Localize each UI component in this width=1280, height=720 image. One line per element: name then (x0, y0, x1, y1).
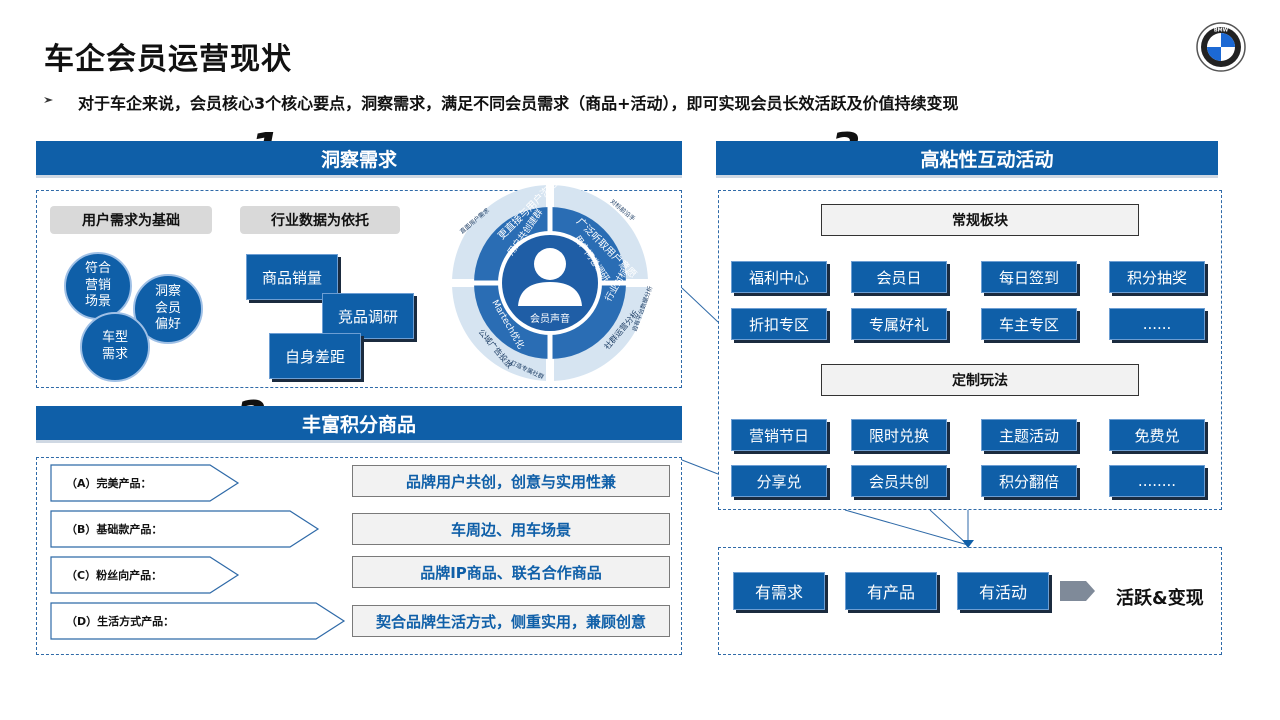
btn-custom-more[interactable]: ........ (1109, 465, 1205, 497)
bmw-logo-icon: BMW (1196, 22, 1246, 72)
btn-points-double[interactable]: 积分翻倍 (981, 465, 1077, 497)
btn-exclusive-gift[interactable]: 专属好礼 (851, 308, 947, 340)
row-a-label: （A）完美产品： (66, 477, 152, 490)
box-competitor-research: 竞品调研 (322, 293, 414, 339)
circle-marketing-scene: 符合 营销 场景 (64, 252, 132, 320)
btn-theme-activity[interactable]: 主题活动 (981, 419, 1077, 451)
page-subtitle: 对于车企来说，会员核心3个核心要点，洞察需求，满足不同会员需求（商品+活动），即… (78, 94, 959, 113)
custom-section-header: 定制玩法 (821, 364, 1139, 396)
btn-regular-more[interactable]: ...... (1109, 308, 1205, 340)
row-b-desc: 车周边、用车场景 (352, 513, 670, 545)
btn-owner-zone[interactable]: 车主专区 (981, 308, 1077, 340)
page-title: 车企会员运营现状 (44, 42, 292, 77)
row-c-arrow-shape (50, 556, 240, 594)
row-a-desc: 品牌用户共创，创意与实用性兼 (352, 465, 670, 497)
btn-limited-exchange[interactable]: 限时兑换 (851, 419, 947, 451)
btn-daily-checkin[interactable]: 每日签到 (981, 261, 1077, 293)
section3-title: 高粘性互动活动 (920, 148, 1054, 171)
row-d-arrow-shape (50, 602, 346, 640)
btn-member-cocreate[interactable]: 会员共创 (851, 465, 947, 497)
btn-discount-zone[interactable]: 折扣专区 (731, 308, 827, 340)
section2-panel (36, 457, 682, 655)
user-silhouette-icon (518, 248, 582, 306)
section1-title: 洞察需求 (320, 148, 397, 171)
member-voice-wheel: 会员声音 更直接与用户沟通 广泛听取用户意愿 用户共创建群 用户问卷调研 Mar… (448, 182, 654, 384)
regular-section-header: 常规板块 (821, 204, 1139, 236)
result-product: 有产品 (845, 572, 937, 610)
section3-panel (718, 190, 1222, 510)
section3-bar: 高粘性互动活动 (716, 141, 1218, 175)
bullet-arrow-icon (44, 97, 53, 103)
result-activity: 有活动 (957, 572, 1049, 610)
row-b-label: （B）基础款产品： (66, 523, 163, 536)
row-d-desc: 契合品牌生活方式，侧重实用，兼顾创意 (352, 605, 670, 637)
btn-points-lottery[interactable]: 积分抽奖 (1109, 261, 1205, 293)
box-self-gap: 自身差距 (269, 333, 361, 379)
logo-text: BMW (1214, 28, 1229, 34)
btn-free-exchange[interactable]: 免费兑 (1109, 419, 1205, 451)
btn-member-day[interactable]: 会员日 (851, 261, 947, 293)
btn-share-exchange[interactable]: 分享兑 (731, 465, 827, 497)
circle-car-demand: 车型 需求 (80, 312, 150, 382)
section1-panel (36, 190, 682, 388)
btn-welfare-center[interactable]: 福利中心 (731, 261, 827, 293)
pill-industry-data: 行业数据为依托 (240, 206, 400, 234)
section2-title: 丰富积分商品 (301, 413, 416, 436)
row-b-arrow-shape (50, 510, 320, 548)
btn-marketing-festival[interactable]: 营销节日 (731, 419, 827, 451)
result-outcome: 活跃&变现 (1116, 588, 1204, 609)
wheel-center-label: 会员声音 (530, 312, 570, 325)
result-panel (718, 547, 1222, 655)
section2-bar: 丰富积分商品 (36, 406, 682, 440)
pill-user-demand: 用户需求为基础 (50, 206, 212, 234)
row-d-label: （D）生活方式产品： (66, 615, 175, 628)
row-a-arrow-shape (50, 464, 240, 502)
row-c-desc: 品牌IP商品、联名合作商品 (352, 556, 670, 588)
section1-bar: 洞察需求 (36, 141, 682, 175)
result-arrow-icon (1060, 581, 1095, 601)
box-product-sales: 商品销量 (246, 254, 338, 300)
result-demand: 有需求 (733, 572, 825, 610)
row-c-label: （C）粉丝向产品： (66, 569, 163, 582)
